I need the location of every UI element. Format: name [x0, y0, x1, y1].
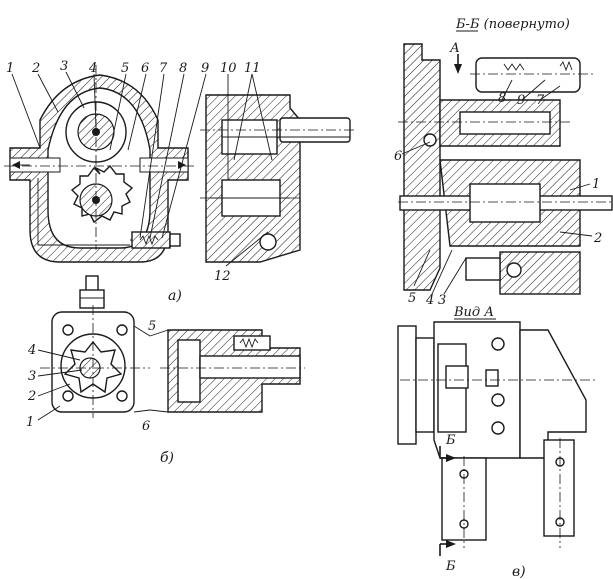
- label-a-6: 6: [141, 61, 149, 76]
- label-a-10: 10: [220, 61, 237, 76]
- view-title: Вид А: [453, 305, 494, 320]
- label-c-6: 6: [394, 149, 402, 164]
- label-a-12: 12: [214, 269, 231, 284]
- panel-b-rotor-pump: 4 3 2 1 5 6 б): [26, 275, 305, 466]
- label-a-1: 1: [6, 61, 14, 76]
- label-a-3: 3: [60, 59, 68, 74]
- label-c-4: 4: [425, 293, 434, 308]
- label-b-5: 5: [148, 319, 156, 334]
- cut-label-bottom: Б: [445, 559, 456, 574]
- label-a-7: 7: [159, 61, 168, 76]
- label-a-9: 9: [201, 61, 209, 76]
- label-b-1: 1: [26, 415, 34, 430]
- cut-label-top: Б: [445, 433, 456, 448]
- caption-a: а): [168, 288, 182, 304]
- label-c-3: 3: [438, 293, 446, 308]
- label-c-5: 5: [408, 291, 416, 306]
- label-b-4: 4: [27, 343, 36, 358]
- section-title: Б-Б (повернуто): [455, 17, 570, 32]
- caption-b: б): [160, 450, 174, 466]
- view-arrow-label: А: [449, 41, 460, 56]
- label-a-2: 2: [31, 61, 40, 76]
- label-c-2: 2: [593, 231, 602, 246]
- label-c-9: 9: [517, 93, 525, 108]
- panel-c-pump-assembly: Б-Б (повернуто) А: [394, 17, 613, 579]
- label-b-6: 6: [142, 419, 150, 434]
- label-c-7: 7: [536, 93, 545, 108]
- label-a-4: 4: [88, 61, 97, 76]
- label-a-11: 11: [244, 61, 261, 76]
- panel-a-gear-pump-section: 1 2 3 4 5 6 7 8 9 10 11 12 а): [4, 59, 356, 304]
- label-c-8: 8: [498, 91, 506, 106]
- label-a-5: 5: [121, 61, 129, 76]
- label-a-8: 8: [179, 61, 187, 76]
- caption-c: в): [512, 564, 526, 579]
- label-c-1: 1: [592, 177, 600, 192]
- label-b-3: 3: [28, 369, 36, 384]
- label-b-2: 2: [27, 389, 36, 404]
